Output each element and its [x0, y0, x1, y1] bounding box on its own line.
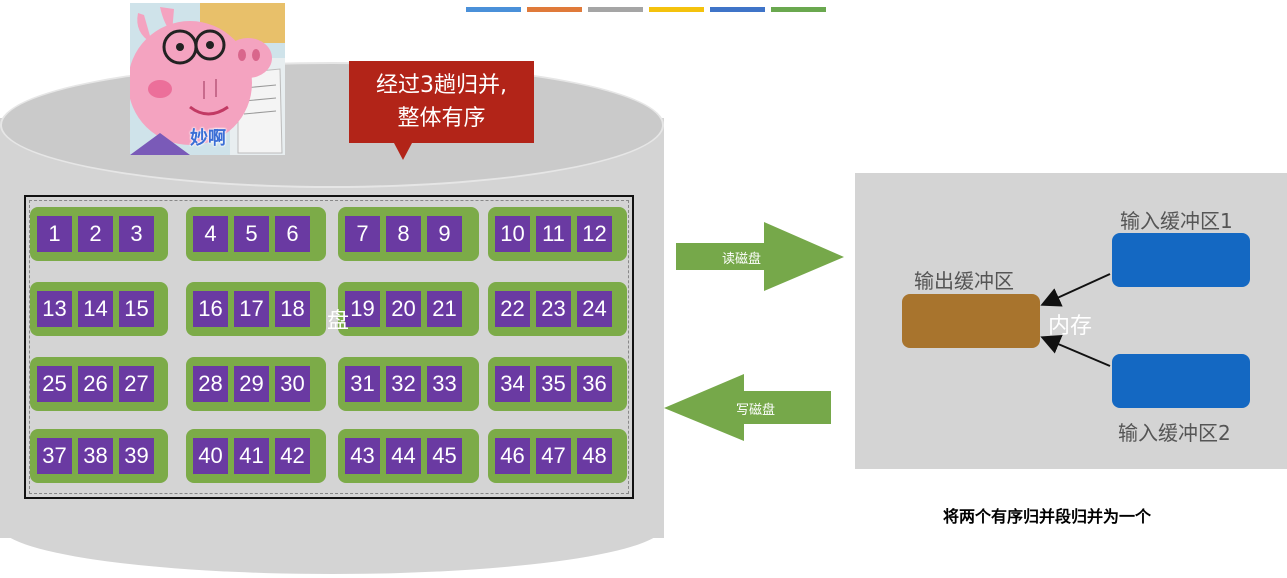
record-cell: 1 — [37, 216, 72, 252]
record-cell: 18 — [275, 291, 310, 327]
record-cell: 36 — [577, 366, 612, 402]
record-cell: 48 — [577, 438, 612, 474]
record-cell: 11 — [536, 216, 571, 252]
input-buffer-1-label: 输入缓冲区1 — [1120, 209, 1233, 233]
record-cell: 20 — [386, 291, 421, 327]
record-cell: 13 — [37, 291, 72, 327]
record-cell: 15 — [119, 291, 154, 327]
record-cell: 16 — [193, 291, 228, 327]
record-cell: 33 — [427, 366, 462, 402]
disk-cylinder-top — [0, 62, 664, 188]
memory-title: 内存 — [1048, 314, 1093, 339]
record-cell: 34 — [495, 366, 530, 402]
read-arrow-shape — [676, 222, 844, 291]
record-cell: 35 — [536, 366, 571, 402]
record-cell: 23 — [536, 291, 571, 327]
record-cell: 26 — [78, 366, 113, 402]
record-cell: 19 — [345, 291, 380, 327]
record-cell: 37 — [37, 438, 72, 474]
record-cell: 41 — [234, 438, 269, 474]
record-cell: 29 — [234, 366, 269, 402]
top-color-bar — [771, 7, 826, 12]
output-buffer — [902, 294, 1040, 348]
record-cell: 39 — [119, 438, 154, 474]
record-cell: 9 — [427, 216, 462, 252]
record-cell: 47 — [536, 438, 571, 474]
avatar-caption: 妙啊 — [190, 128, 226, 149]
output-buffer-label: 输出缓冲区 — [914, 269, 1014, 293]
record-cell: 40 — [193, 438, 228, 474]
diagram-caption: 将两个有序归并段归并为一个 — [943, 507, 1152, 526]
top-color-bar — [466, 7, 521, 12]
record-cell: 28 — [193, 366, 228, 402]
callout-tail — [394, 143, 412, 160]
record-cell: 2 — [78, 216, 113, 252]
top-color-bar — [588, 7, 643, 12]
top-color-bars — [466, 7, 826, 12]
input-buffer-2 — [1112, 354, 1250, 408]
write-disk-label: 写磁盘 — [736, 403, 776, 418]
record-cell: 45 — [427, 438, 462, 474]
record-cell: 21 — [427, 291, 462, 327]
buffer-flow-arrows — [1040, 273, 1111, 367]
record-cell: 25 — [37, 366, 72, 402]
disk-data-region — [24, 195, 634, 499]
record-cell: 14 — [78, 291, 113, 327]
record-cell: 6 — [275, 216, 310, 252]
merge-callout: 经过3趟归并, 整体有序 — [349, 61, 534, 143]
record-cell: 42 — [275, 438, 310, 474]
record-cell: 17 — [234, 291, 269, 327]
input2-to-output-arrow — [1040, 335, 1111, 367]
record-cell: 22 — [495, 291, 530, 327]
callout-line-1: 经过3趟归并, — [376, 73, 507, 98]
read-disk-arrow — [676, 222, 844, 291]
top-color-bar — [527, 7, 582, 12]
record-cell: 4 — [193, 216, 228, 252]
record-cell: 44 — [386, 438, 421, 474]
callout-line-2: 整体有序 — [397, 106, 486, 131]
pig-illustration — [130, 3, 285, 155]
record-cell: 32 — [386, 366, 421, 402]
record-cell: 24 — [577, 291, 612, 327]
record-cell: 38 — [78, 438, 113, 474]
input-buffer-1 — [1112, 233, 1250, 287]
top-color-bar — [649, 7, 704, 12]
input-buffer-2-label: 输入缓冲区2 — [1118, 421, 1231, 445]
record-cell: 5 — [234, 216, 269, 252]
write-arrow-shape — [664, 374, 831, 441]
record-cell: 3 — [119, 216, 154, 252]
write-disk-arrow — [664, 374, 831, 441]
record-cell: 7 — [345, 216, 380, 252]
record-cell: 46 — [495, 438, 530, 474]
pig-avatar-image: 妙啊 — [130, 3, 285, 155]
input1-to-output-arrow — [1040, 273, 1111, 307]
record-cell: 10 — [495, 216, 530, 252]
read-disk-label: 读磁盘 — [722, 252, 762, 267]
disk-label: 盘 — [327, 309, 350, 334]
record-cell: 31 — [345, 366, 380, 402]
record-cell: 8 — [386, 216, 421, 252]
record-cell: 27 — [119, 366, 154, 402]
record-cell: 30 — [275, 366, 310, 402]
record-cell: 12 — [577, 216, 612, 252]
record-cell: 43 — [345, 438, 380, 474]
top-color-bar — [710, 7, 765, 12]
